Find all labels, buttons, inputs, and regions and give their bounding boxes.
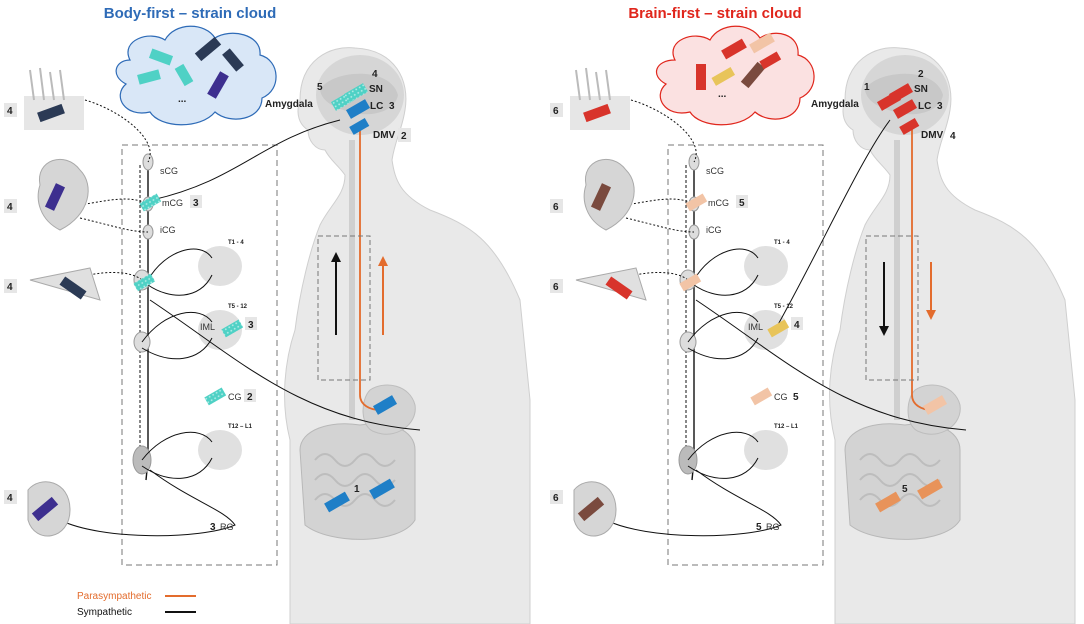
brain-first-panel: Brain-first – strain cloud ... — [550, 5, 1076, 624]
label-lc: LC — [370, 101, 383, 112]
num-kidney: 4 — [7, 493, 13, 504]
label-rg: RG — [220, 522, 234, 532]
skin-organ — [24, 67, 84, 130]
num-kidney: 6 — [553, 493, 559, 504]
strain-dmv — [349, 118, 370, 135]
label-lc: LC — [918, 101, 931, 112]
label-t512: T5 - 12 — [228, 304, 248, 310]
label-t14: T1 - 4 — [774, 240, 790, 246]
panel-title: Brain-first – strain cloud — [628, 5, 801, 22]
skin-organ — [570, 67, 630, 130]
label-cg: CG — [774, 392, 788, 402]
spinal-sections — [141, 246, 242, 479]
strain-navy — [37, 103, 65, 123]
heart-organ — [37, 158, 89, 231]
num-dmv: 2 — [401, 131, 407, 142]
num-lc: 3 — [389, 101, 395, 112]
torso-box — [317, 235, 371, 381]
label-amygdala: Amygdala — [811, 99, 859, 110]
strain-lc — [345, 99, 371, 119]
label-t14: T1 - 4 — [228, 240, 244, 246]
kidney-organ — [27, 481, 71, 537]
strain-teal — [174, 63, 194, 87]
strain-cloud: ... — [655, 25, 815, 126]
strain-teal — [137, 69, 161, 85]
panel-title: Body-first – strain cloud — [104, 5, 277, 22]
label-scg: sCG — [706, 166, 724, 176]
num-cg: 5 — [793, 392, 799, 403]
label-cg: CG — [228, 392, 242, 402]
kidney-organ — [573, 481, 617, 537]
num-sn: 4 — [372, 69, 378, 80]
down-arrow-icon — [926, 310, 936, 320]
num-dmv: 4 — [950, 131, 956, 142]
up-arrow-icon — [331, 252, 341, 262]
strain-teal — [148, 48, 174, 66]
strain-navy — [194, 36, 222, 62]
num-rg: 3 — [210, 522, 216, 533]
vessel-organ — [575, 267, 647, 301]
spinal-sections — [687, 246, 788, 479]
num-iml: 4 — [794, 320, 800, 331]
label-iml: IML — [200, 322, 215, 332]
label-iml: IML — [748, 322, 763, 332]
num-skin: 6 — [553, 106, 559, 117]
strain-navy — [222, 48, 244, 72]
body-first-panel: Body-first – strain cloud ... — [4, 5, 531, 624]
label-t512: T5 - 12 — [774, 304, 794, 310]
num-iml: 3 — [248, 320, 254, 331]
num-vessel: 4 — [7, 282, 13, 293]
label-dmv: DMV — [373, 130, 396, 141]
num-box — [398, 128, 411, 142]
chain-box — [667, 144, 824, 566]
legend-sympathetic-label: Sympathetic — [77, 607, 132, 618]
strain-purple — [44, 183, 66, 211]
num-gut: 5 — [902, 484, 908, 495]
num-amygdala: 1 — [864, 82, 870, 93]
num-gut: 1 — [354, 484, 360, 495]
legend-parasympathetic-label: Parasympathetic — [77, 591, 151, 602]
up-arrow-icon — [378, 256, 388, 266]
vessel-organ — [29, 267, 101, 301]
label-mcg: mCG — [162, 198, 183, 208]
label-t12l1: T12 – L1 — [228, 424, 253, 430]
legend: Parasympathetic Sympathetic — [77, 591, 196, 618]
num-cg: 2 — [247, 392, 253, 403]
strain-navy — [59, 276, 87, 300]
num-skin: 4 — [7, 106, 13, 117]
cloud-shape — [655, 25, 815, 126]
label-mcg: mCG — [708, 198, 729, 208]
cloud-ellipsis: ... — [178, 94, 187, 105]
num-amygdala: 5 — [317, 82, 323, 93]
strain-purple — [207, 71, 229, 99]
num-heart: 4 — [7, 202, 13, 213]
label-amygdala: Amygdala — [265, 99, 313, 110]
down-arrow-icon — [879, 326, 889, 336]
chain-box — [121, 144, 278, 566]
label-t12l1: T12 – L1 — [774, 424, 799, 430]
heart-organ — [583, 158, 635, 231]
label-icg: iCG — [160, 225, 176, 235]
num-rg: 5 — [756, 522, 762, 533]
label-icg: iCG — [706, 225, 722, 235]
label-rg: RG — [766, 522, 780, 532]
strain-sn — [343, 83, 369, 103]
label-sn: SN — [914, 84, 928, 95]
label-sn: SN — [369, 84, 383, 95]
label-scg: sCG — [160, 166, 178, 176]
cloud-ellipsis: ... — [718, 89, 727, 100]
torso-box — [865, 235, 919, 381]
strain-purple — [31, 496, 59, 522]
num-mcg: 5 — [739, 198, 745, 209]
strain-cloud: ... — [115, 25, 277, 126]
num-lc: 3 — [937, 101, 943, 112]
num-mcg: 3 — [193, 198, 199, 209]
num-heart: 6 — [553, 202, 559, 213]
num-sn: 2 — [918, 69, 924, 80]
num-vessel: 6 — [553, 282, 559, 293]
label-dmv: DMV — [921, 130, 944, 141]
